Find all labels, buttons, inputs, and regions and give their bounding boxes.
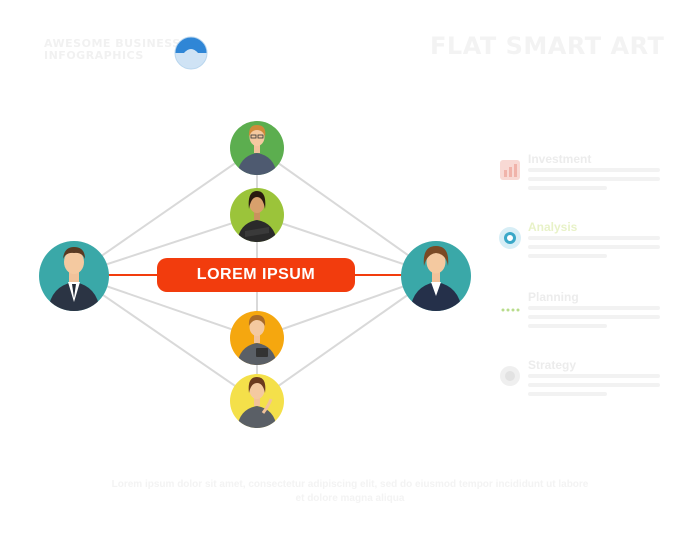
legend-description <box>528 236 660 263</box>
dots-icon <box>501 308 520 312</box>
woman-with-glasses-avatar <box>230 121 284 175</box>
man-in-suit-avatar <box>39 241 109 311</box>
legend-item-planning: Planning <box>498 290 668 342</box>
legend-title: Strategy <box>528 358 577 372</box>
page-title: FLAT SMART ART <box>430 32 665 60</box>
target-icon <box>500 366 520 386</box>
globe-icon <box>499 227 521 249</box>
brand-globe-icon <box>174 36 208 70</box>
woman-crossed-arms-avatar <box>230 188 284 242</box>
footer-description: Lorem ipsum dolor sit amet, consectetur … <box>111 479 589 504</box>
chart-icon <box>500 160 520 180</box>
legend-item-analysis: Analysis <box>498 220 668 272</box>
legend-item-strategy: Strategy <box>498 358 668 410</box>
legend-description <box>528 374 660 401</box>
woman-thinking-avatar <box>230 374 284 428</box>
brand-logo-text: AWESOME BUSINESS INFOGRAPHICS <box>44 37 181 62</box>
woman-in-suit-avatar <box>401 241 471 311</box>
woman-with-tablet-avatar <box>230 311 284 365</box>
legend-title: Planning <box>528 290 579 304</box>
legend-description <box>528 168 660 195</box>
brand-line-2: INFOGRAPHICS <box>44 49 144 62</box>
brand-line-1: AWESOME BUSINESS <box>44 37 181 50</box>
legend-item-investment: Investment <box>498 152 668 204</box>
legend-title: Investment <box>528 152 592 166</box>
center-label-pill: LOREM IPSUM <box>157 258 355 292</box>
legend-title: Analysis <box>528 220 578 234</box>
legend-description <box>528 306 660 333</box>
